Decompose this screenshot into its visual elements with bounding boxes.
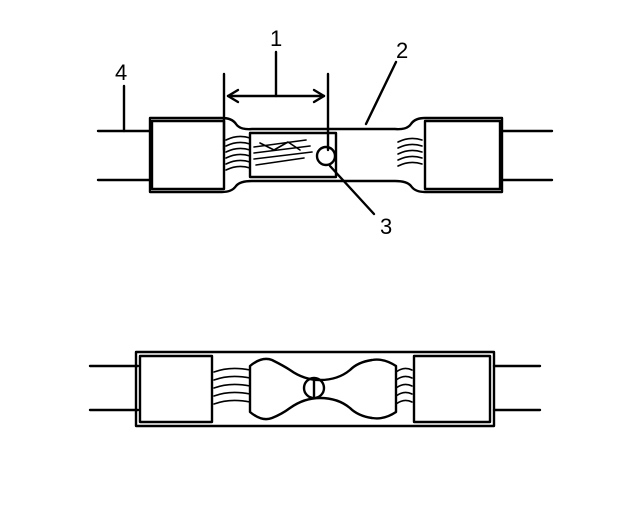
top-sleeve-outline — [148, 116, 504, 194]
left-wire-insulation — [138, 354, 214, 424]
bottom-sleeve-outline — [134, 350, 496, 428]
left-wire-insulation — [150, 119, 226, 191]
callout-4: 4 — [115, 60, 127, 85]
inspection-hole — [315, 145, 337, 167]
top-splice-view: 1 2 3 4 — [96, 26, 554, 239]
barrel-strands — [253, 139, 313, 166]
left-exposed-strands — [225, 135, 251, 171]
right-wire-insulation — [412, 354, 492, 424]
leader-line-2 — [364, 60, 398, 126]
right-wire-insulation — [423, 119, 502, 191]
right-exposed-strands — [397, 137, 423, 167]
left-exposed-strands — [213, 367, 251, 405]
inspection-hole — [302, 376, 326, 400]
leader-line-3 — [328, 164, 376, 216]
right-exposed-strands — [395, 367, 413, 405]
callout-1: 1 — [270, 26, 282, 51]
callout-3: 3 — [380, 214, 392, 239]
callout-2: 2 — [396, 38, 408, 63]
bottom-splice-view — [88, 350, 542, 428]
dimension-strip-length — [222, 50, 330, 152]
crimped-barrel — [248, 357, 398, 421]
